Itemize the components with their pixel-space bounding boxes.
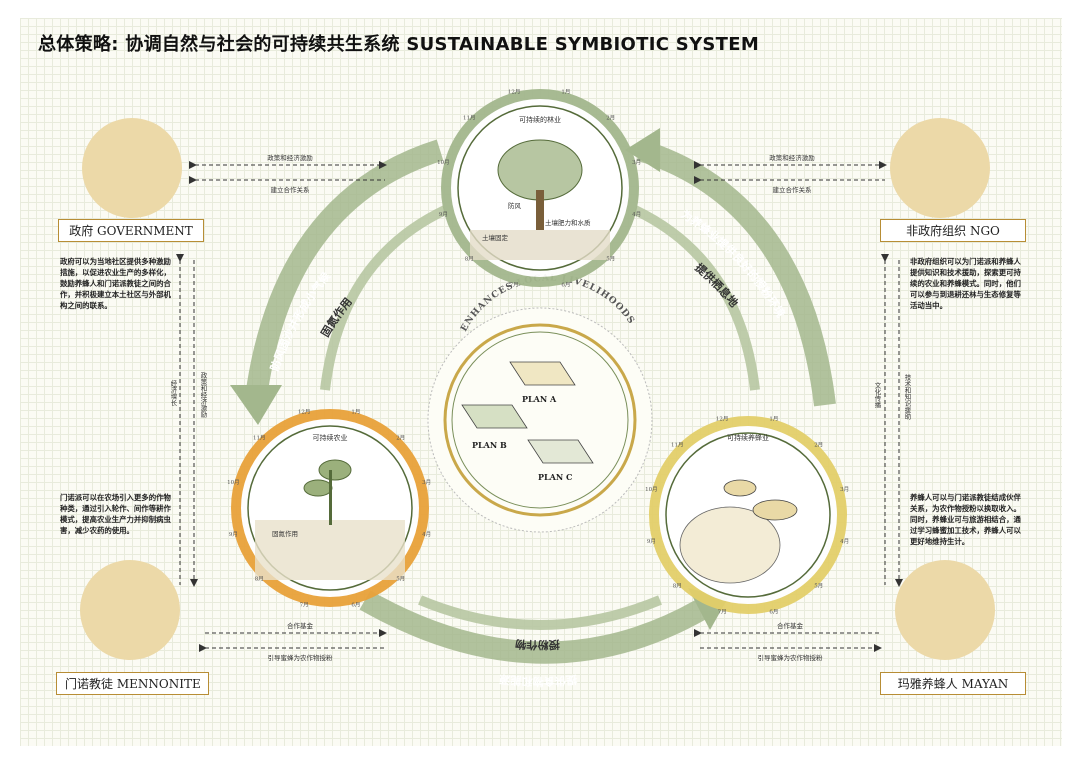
inner-bottom-arc: [418, 595, 662, 630]
ngo-may-left-label: 文化传播: [873, 382, 881, 408]
right-cycle-arrow: [636, 139, 836, 407]
bee-month-label: 2月: [814, 441, 823, 448]
forest-label-3: 土壤固定: [482, 233, 509, 242]
inner-left-arc: [320, 205, 448, 391]
forest-month-label: 10月: [437, 159, 450, 166]
bee-month-label: 4月: [840, 538, 849, 545]
men-may-connections-right: 合作基金 引导蜜蜂为农作物授粉: [694, 621, 882, 662]
farm-title: 可持续农业: [313, 433, 348, 442]
bee-month-label: 11月: [671, 441, 684, 448]
government-avatar: [82, 118, 182, 218]
farm-month-label: 4月: [422, 531, 431, 538]
men-may-top-right-label: 合作基金: [777, 621, 804, 630]
government-label: 政府 GOVERNMENT: [58, 219, 204, 242]
forest-month-label: 6月: [561, 282, 570, 289]
forest-label-1: 防风: [508, 201, 522, 210]
page-title: 总体策略: 协调自然与社会的可持续共生系统 SUSTAINABLE SYMBIO…: [38, 34, 760, 55]
gov-ngo-top-label: 政策和经济激励: [267, 153, 313, 162]
ngo-avatar: [890, 118, 990, 218]
ngo-gov-connections-right: 政策和经济激励 建立合作关系: [694, 153, 887, 194]
ngo-may-right-label: 技术和知识援助: [903, 374, 911, 420]
mennonite-description: 门诺派可以在农场引入更多的作物种类，通过引入轮作、间作等耕作模式，提高农业生产力…: [60, 493, 171, 535]
forest-month-label: 1月: [561, 88, 570, 95]
bee-month-label: 8月: [673, 583, 682, 590]
arc-bottom-outer-label: 提供食物和能源: [499, 672, 578, 689]
left-arrow-head: [230, 385, 282, 425]
left-cycle-arrow: [244, 139, 444, 407]
mayan-label: 玛雅养蜂人 MAYAN: [880, 672, 1026, 695]
bee-month-label: 10月: [645, 486, 658, 493]
ngo-label: 非政府组织 NGO: [880, 219, 1026, 242]
bee-month-label: 5月: [814, 583, 823, 590]
farm-month-label: 2月: [396, 434, 405, 441]
plan-a-label: PLAN A: [522, 394, 557, 404]
farm-circle: 可持续农业 固氮作用: [231, 409, 429, 607]
forest-month-label: 9月: [439, 211, 448, 218]
forest-month-label: 11月: [463, 114, 476, 121]
farm-label-1: 固氮作用: [272, 529, 298, 538]
arc-right-inner-label: 提供栖息地: [692, 260, 741, 310]
bee-month-label: 7月: [718, 609, 727, 616]
farm-month-label: 8月: [255, 576, 264, 583]
bee-month-label: 12月: [716, 415, 729, 422]
bee-month-label: 3月: [840, 486, 849, 493]
ngo-may-vertical-arrows: [881, 254, 903, 587]
gov-men-right-label: 政策和经济激励: [199, 372, 207, 418]
forest-month-label: 12月: [508, 88, 521, 95]
gov-ngo-connections-left: 政策和经济激励 建立合作关系: [189, 153, 387, 194]
forest-circle: 可持续的林业 防风 土壤肥力和水质 土壤固定: [441, 89, 639, 287]
gov-men-vertical-arrows: [176, 254, 198, 587]
farm-month-label: 5月: [396, 576, 405, 583]
bee-month-label: 9月: [647, 538, 656, 545]
ngo-gov-bottom-label: 建立合作关系: [773, 185, 813, 194]
mayan-avatar: [895, 560, 995, 660]
government-description: 政府可以为当地社区提供多种激励措施，以促进农业生产的多样化，鼓励养蜂人和门诺派教…: [60, 257, 171, 310]
forest-month-label: 8月: [465, 256, 474, 263]
farm-month-label: 11月: [253, 434, 266, 441]
farm-month-label: 7月: [300, 602, 309, 609]
men-may-top-left-label: 合作基金: [287, 621, 314, 630]
men-may-bottom-right-label: 引导蜜蜂为农作物授粉: [758, 653, 824, 662]
bee-month-label: 1月: [769, 415, 778, 422]
forest-month-label: 5月: [606, 256, 615, 263]
gov-ngo-bottom-label: 建立合作关系: [271, 185, 311, 194]
ngo-gov-top-label: 政策和经济激励: [769, 153, 815, 162]
bee-month-label: 6月: [769, 609, 778, 616]
forest-month-label: 2月: [606, 114, 615, 121]
mennonite-label: 门诺教徒 MENNONITE: [56, 672, 209, 695]
plan-c-label: PLAN C: [538, 472, 572, 482]
mennonite-avatar: [80, 560, 180, 660]
bee-title: 可持续养蜂业: [727, 433, 769, 442]
gov-men-left-label: 经济增长: [169, 380, 177, 406]
farm-month-label: 3月: [422, 479, 431, 486]
farm-month-label: 10月: [227, 479, 240, 486]
farm-month-label: 9月: [229, 531, 238, 538]
inner-right-arc: [632, 205, 760, 391]
men-may-bottom-left-label: 引导蜜蜂为农作物授粉: [268, 653, 334, 662]
center-plan-diagram: ENHANCES LOCAL LIVELIHOODS PLAN A PLAN B…: [427, 273, 653, 533]
men-may-connections-left: 合作基金 引导蜜蜂为农作物授粉: [199, 621, 387, 662]
forest-title: 可持续的林业: [519, 115, 561, 124]
forest-month-label: 4月: [632, 211, 641, 218]
month-ticks: 1月 2月 3月 4月 5月 6月 7月 8月 9月 10月 11月 12月 1月 2月 3月 4月 5月 6月 7…: [227, 88, 849, 615]
forest-month-label: 7月: [510, 282, 519, 289]
mayan-description: 养蜂人可以与门诺派教徒结成伙伴关系，为农作物授粉以换取收入。同时，养蜂业可与旅游…: [910, 493, 1021, 546]
forest-month-label: 3月: [632, 159, 641, 166]
farm-month-label: 6月: [351, 602, 360, 609]
bottom-cycle-arrow: [359, 590, 706, 664]
plan-b-label: PLAN B: [472, 440, 507, 450]
ngo-description: 非政府组织可以为门诺派和养蜂人提供知识和技术援助，探索更可持续的农业和养蜂模式。…: [910, 257, 1021, 310]
forest-label-2: 土壤肥力和水质: [545, 218, 591, 227]
bee-circle: 可持续养蜂业: [649, 416, 847, 614]
farm-month-label: 1月: [351, 408, 360, 415]
farm-month-label: 12月: [298, 408, 311, 415]
right-arrow-head: [625, 128, 660, 172]
